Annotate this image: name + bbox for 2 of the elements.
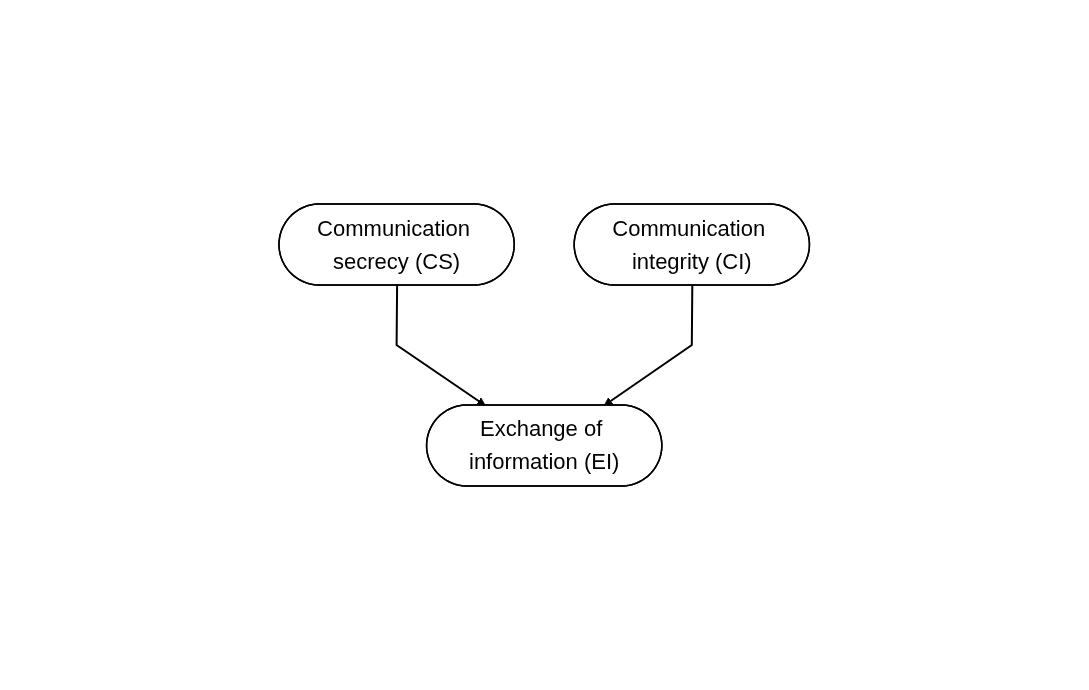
arrow	[604, 284, 694, 406]
arrow	[395, 284, 486, 406]
